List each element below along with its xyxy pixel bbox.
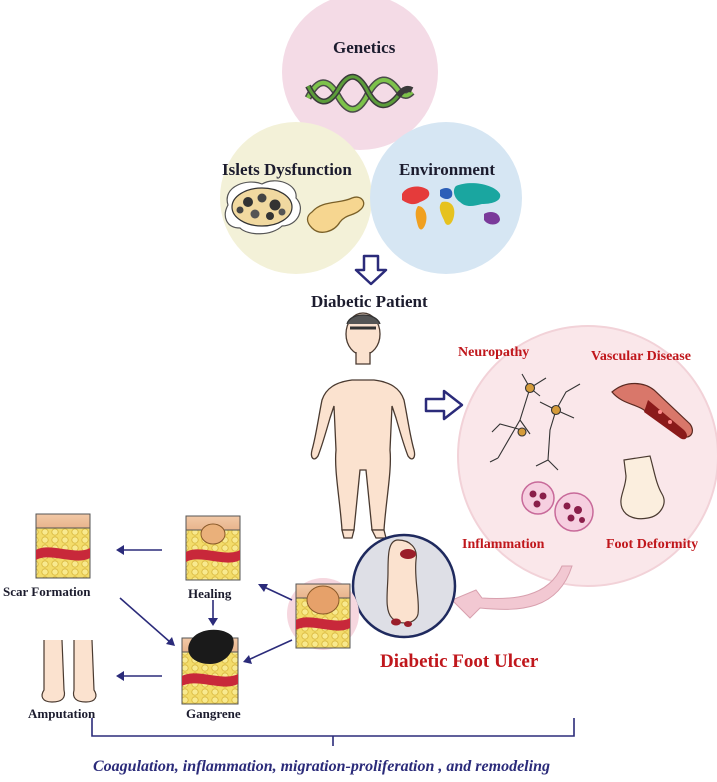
dna-helix-icon bbox=[304, 73, 415, 113]
scar-formation-label: Scar Formation bbox=[3, 584, 91, 599]
diabetic-patient-label: Diabetic Patient bbox=[311, 292, 428, 311]
healing-label: Healing bbox=[188, 586, 232, 601]
inflammation-cells-icon bbox=[521, 481, 594, 532]
vascular-disease-label: Vascular Disease bbox=[591, 349, 691, 364]
scar-tissue-block bbox=[35, 513, 91, 579]
ulcer-foot-closeup bbox=[351, 533, 457, 639]
wound-healing-process-caption: Coagulation, inflammation, migration-pro… bbox=[93, 758, 550, 775]
down-arrow-icon bbox=[354, 254, 388, 286]
genetics-circle bbox=[282, 0, 438, 150]
islet-cells-icon bbox=[224, 180, 301, 235]
amputated-feet-icon bbox=[41, 639, 97, 703]
ulcer-tissue-block bbox=[287, 578, 359, 650]
diabetic-foot-ulcer-label: Diabetic Foot Ulcer bbox=[380, 651, 539, 672]
blood-vessel-icon bbox=[611, 382, 694, 440]
patient-figure bbox=[310, 312, 416, 539]
islets-dysfunction-label: Islets Dysfunction bbox=[222, 160, 352, 179]
inflammation-label: Inflammation bbox=[462, 537, 545, 552]
neuron-icon bbox=[489, 373, 581, 471]
gangrene-tissue-block bbox=[181, 629, 239, 705]
amputation-label: Amputation bbox=[28, 706, 96, 721]
deformed-foot-icon bbox=[620, 455, 665, 520]
pancreas-icon bbox=[306, 196, 365, 233]
process-bracket bbox=[91, 718, 575, 746]
neuropathy-label: Neuropathy bbox=[458, 345, 530, 360]
genetics-label: Genetics bbox=[333, 38, 396, 57]
foot-deformity-label: Foot Deformity bbox=[606, 537, 699, 552]
flow-arrows bbox=[116, 545, 293, 681]
gangrene-label: Gangrene bbox=[186, 706, 241, 721]
world-map-icon bbox=[402, 183, 501, 230]
healing-tissue-block bbox=[185, 515, 241, 581]
environment-label: Environment bbox=[399, 160, 496, 179]
right-arrow-icon bbox=[424, 389, 464, 421]
